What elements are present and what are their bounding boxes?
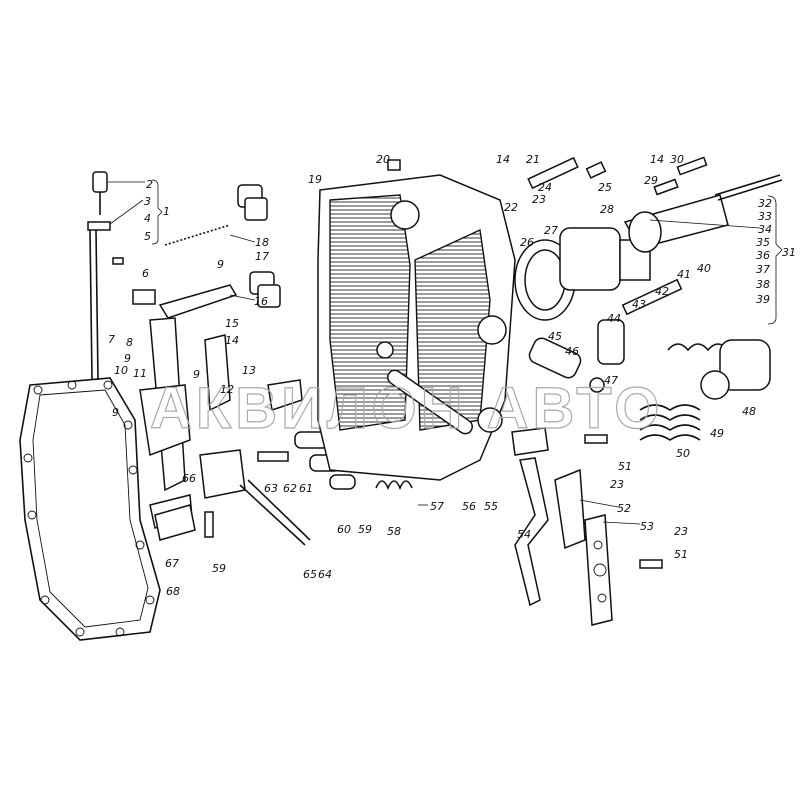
callout: 7 — [108, 333, 115, 346]
callout: 63 — [264, 482, 278, 495]
callout: 43 — [632, 298, 646, 311]
levers-left — [132, 284, 413, 546]
callout: 38 — [756, 278, 770, 291]
callout: 19 — [308, 173, 322, 186]
callout: 25 — [598, 181, 612, 194]
cylinder-parts — [511, 156, 783, 626]
callout: 14 — [650, 153, 664, 166]
callout: 46 — [565, 345, 579, 358]
callout: 10 — [114, 364, 128, 377]
callout: 27 — [544, 224, 558, 237]
callout: 3 — [144, 195, 151, 208]
callout: 50 — [676, 447, 690, 460]
callout: 67 — [165, 557, 179, 570]
callout: 56 — [462, 500, 476, 513]
callout: 26 — [520, 236, 534, 249]
callout: 35 — [756, 236, 770, 249]
callout: 57 — [430, 500, 444, 513]
callout: 30 — [670, 153, 684, 166]
callout: 68 — [166, 585, 180, 598]
callout: 1 — [163, 205, 170, 218]
callout: 51 — [618, 460, 632, 473]
callout: 12 — [220, 383, 234, 396]
callout: 9 — [112, 406, 119, 419]
callout: 14 — [496, 153, 510, 166]
housing-part-19 — [317, 159, 516, 481]
leader-lines — [108, 179, 783, 525]
callout: 9 — [124, 352, 131, 365]
callout: 51 — [674, 548, 688, 561]
callout: 55 — [484, 500, 498, 513]
watermark-text: АКВИЛОН АВТО — [150, 376, 663, 441]
callout: 61 — [299, 482, 313, 495]
callout: 24 — [538, 181, 552, 194]
lever-rod-assembly — [87, 171, 124, 381]
callout: 37 — [756, 263, 770, 276]
callout: 33 — [758, 210, 772, 223]
callout: 31 — [782, 246, 796, 259]
callout: 44 — [607, 312, 621, 325]
callout: 17 — [255, 250, 269, 263]
callout: 52 — [617, 502, 631, 515]
callout: 13 — [242, 364, 256, 377]
callout: 49 — [710, 427, 724, 440]
callout: 62 — [283, 482, 297, 495]
callout: 5 — [144, 230, 151, 243]
callout: 59 — [212, 562, 226, 575]
callout: 39 — [756, 293, 770, 306]
callout: 47 — [604, 374, 618, 387]
callout: 9 — [193, 368, 200, 381]
callout: 23 — [532, 193, 546, 206]
callout: 42 — [655, 285, 669, 298]
callout: 59 — [358, 523, 372, 536]
spring-part-18 — [164, 224, 231, 246]
callout: 16 — [254, 295, 268, 308]
callout: 40 — [697, 262, 711, 275]
callout: 4 — [144, 212, 151, 225]
callout: 65 — [303, 568, 317, 581]
callout: 11 — [133, 367, 147, 380]
callout: 8 — [126, 336, 133, 349]
callout: 64 — [318, 568, 332, 581]
callout: 6 — [142, 267, 149, 280]
callout: 45 — [548, 330, 562, 343]
callout: 9 — [217, 258, 224, 271]
callout-labels: 2 3 4 5 1 18 17 9 6 16 15 14 7 8 13 9 9 … — [108, 153, 796, 598]
callout: 53 — [640, 520, 654, 533]
callout: 15 — [225, 317, 239, 330]
callout: 36 — [756, 249, 770, 262]
callout: 48 — [742, 405, 756, 418]
callout: 54 — [517, 528, 531, 541]
callout: 60 — [337, 523, 351, 536]
callout: 29 — [644, 174, 658, 187]
callout: 20 — [376, 153, 390, 166]
gasket-part-68 — [19, 377, 161, 641]
callout: 23 — [610, 478, 624, 491]
callout: 21 — [526, 153, 540, 166]
fitting-parts-17 — [237, 184, 281, 308]
callout: 58 — [387, 525, 401, 538]
callout: 32 — [758, 197, 772, 210]
callout: 18 — [255, 236, 269, 249]
callout: 41 — [677, 268, 691, 281]
callout: 22 — [504, 201, 518, 214]
callout: 34 — [758, 223, 772, 236]
callout: 14 — [225, 334, 239, 347]
callout: 28 — [600, 203, 614, 216]
callout: 66 — [182, 472, 196, 485]
callout: 2 — [146, 178, 153, 191]
callout: 23 — [674, 525, 688, 538]
